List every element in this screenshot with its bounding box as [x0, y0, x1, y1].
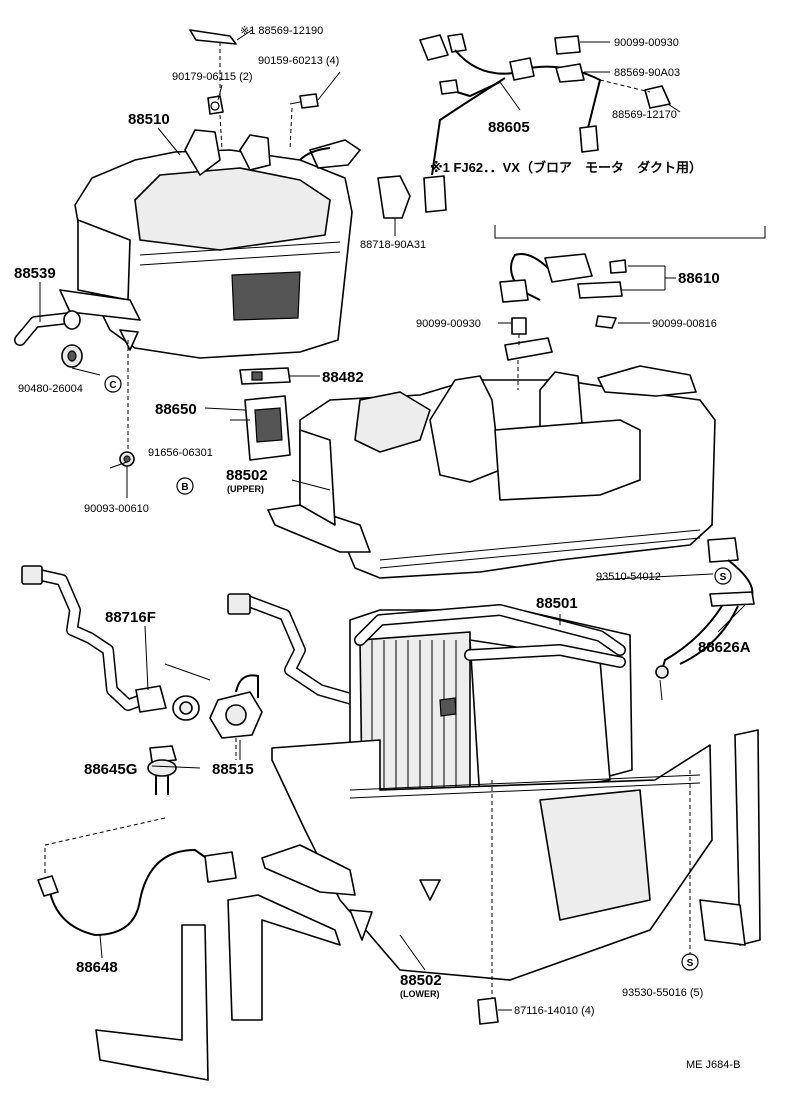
- label-90093-00610: 90093-00610: [84, 503, 149, 515]
- symbol-s-lower: [681, 953, 699, 971]
- label-88626A: 88626A: [698, 639, 751, 656]
- expansion-valve-88515: [209, 674, 263, 760]
- pressure-switch-88645G: [147, 745, 177, 795]
- label-88569-12190: ※1 88569-12190: [240, 25, 323, 37]
- label-90099-00930-top: 90099-00930: [614, 37, 679, 49]
- footer-code: ME J684-B: [686, 1059, 740, 1071]
- label-88610: 88610: [678, 270, 720, 287]
- switch-88610-group: [494, 225, 766, 390]
- small-parts-top-left: [189, 29, 319, 151]
- label-upper-tag: (UPPER): [227, 484, 264, 494]
- symbol-b: [176, 477, 194, 495]
- label-lower-tag: (LOWER): [400, 989, 440, 999]
- note-fj62-vx: ※1 FJ62．．VX（ブロア モータ ダクト用）: [430, 160, 702, 175]
- hose-88539: [14, 310, 83, 368]
- label-88569-12170: 88569-12170: [612, 109, 677, 121]
- symbol-s-upper: [714, 567, 732, 585]
- label-90480-26004: 90480-26004: [18, 383, 83, 395]
- sensor-88626A: [655, 537, 755, 701]
- label-88605: 88605: [488, 119, 530, 136]
- upper-case-88502: [267, 365, 716, 579]
- reference-symbols: C B S S: [104, 375, 732, 971]
- label-88539: 88539: [14, 265, 56, 282]
- label-88515: 88515: [212, 761, 254, 778]
- label-88716F: 88716F: [105, 609, 156, 626]
- label-88510: 88510: [128, 111, 170, 128]
- label-87116-14010: 87116-14010 (4): [514, 1005, 595, 1017]
- label-90099-00930-mid: 90099-00930: [416, 318, 481, 330]
- label-91656-06301: 91656-06301: [148, 447, 213, 459]
- symbol-b-label: B: [181, 482, 188, 493]
- symbol-s-lower-label: S: [687, 958, 694, 969]
- part-labels: ※1 88569-12190 90159-60213 (4) 90179-061…: [14, 25, 751, 1071]
- symbol-s-upper-label: S: [720, 572, 727, 583]
- label-88502-upper: 88502: [226, 467, 268, 484]
- label-88501: 88501: [536, 595, 578, 612]
- leader-lines: [39, 29, 746, 971]
- label-88650: 88650: [155, 401, 197, 418]
- label-90179-06115: 90179-06115 (2): [172, 71, 253, 83]
- label-88502-lower: 88502: [400, 972, 442, 989]
- label-90159-60213: 90159-60213 (4): [258, 55, 339, 67]
- blower-unit-88510: [59, 129, 361, 359]
- wire-harness-88605: [377, 33, 681, 219]
- label-88482: 88482: [322, 369, 364, 386]
- label-93510-54012: 93510-54012: [596, 571, 661, 583]
- evaporator-88501: [349, 604, 633, 801]
- label-88718-90A31: 88718-90A31: [360, 239, 426, 251]
- resistor-88482-and-relay-88650: [204, 367, 320, 461]
- bolts-left: [119, 451, 135, 498]
- label-88569-90A03: 88569-90A03: [614, 67, 680, 79]
- wire-harness-88648: [37, 817, 237, 959]
- symbol-c-label: C: [109, 380, 116, 391]
- seal-pads: [95, 729, 761, 1081]
- label-88645G: 88645G: [84, 761, 137, 778]
- pipe-88716F: [21, 565, 361, 721]
- symbol-c: [104, 375, 122, 393]
- label-90099-00816: 90099-00816: [652, 318, 717, 330]
- lower-case-88502: [261, 739, 713, 1025]
- label-93530-55016: 93530-55016 (5): [622, 987, 703, 999]
- label-88648: 88648: [76, 959, 118, 976]
